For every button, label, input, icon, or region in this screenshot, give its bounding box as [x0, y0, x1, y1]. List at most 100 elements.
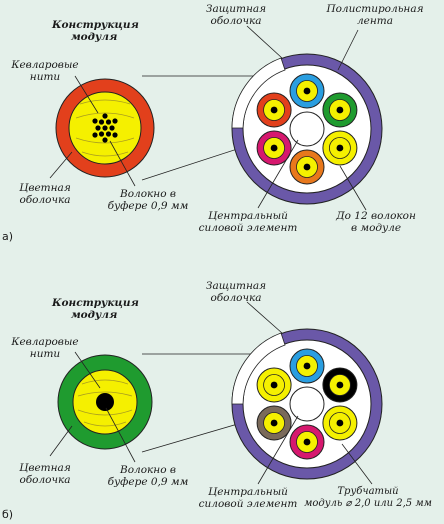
- panel-b-module-fiber-2: [336, 381, 344, 389]
- panel-b-leader-central: [257, 415, 299, 485]
- panel-b-title: Конструкция модуля: [52, 297, 139, 321]
- panel-b-label-jacket-line2: оболочка: [19, 474, 71, 486]
- panel-b-cable-crosssection: [231, 328, 383, 480]
- panel-b-central-strength-member: [289, 386, 325, 422]
- panel-a-module-5: [256, 130, 292, 166]
- panel-a-fiber-12: [112, 118, 118, 124]
- panel-a-fiber-3: [95, 125, 101, 131]
- panel-b-leader-jacket: [49, 425, 73, 457]
- panel-a-label-protective-line2: оболочка: [210, 15, 262, 27]
- panel-b-module-fiber-5: [270, 419, 278, 427]
- panel-b-leader-protective: [246, 301, 283, 334]
- panel-a-fiber-10: [112, 132, 118, 138]
- panel-a-cable-crosssection: [231, 53, 383, 205]
- panel-b-title-line1: Конструкция: [52, 297, 139, 309]
- panel-a-leader-tape: [337, 29, 359, 71]
- panel-a-label-kevlar: Кевларовые нити: [10, 59, 80, 83]
- panel-b-label-tube-line1: Трубчатый: [337, 486, 399, 497]
- panel-b-leader-fiber: [105, 407, 136, 463]
- panel-a-fiber-7: [98, 119, 105, 125]
- panel-a-label-tape-line1: Полистирольная: [326, 3, 424, 15]
- panel-a-marker: а): [2, 230, 14, 243]
- panel-b-label-fiber-line1: Волокно в: [119, 464, 176, 476]
- panel-a-label-jacket-line1: Цветная: [19, 182, 71, 194]
- panel-a-title: Конструкция модуля: [52, 19, 139, 43]
- panel-b-label-tube: Трубчатый модуль ⌀ 2,0 или 2,5 мм: [294, 486, 442, 510]
- panel-b-buffered-fiber: [96, 393, 114, 411]
- panel-a-kevlar-texture: [75, 99, 135, 157]
- panel-a-module-fiber-6: [270, 106, 278, 114]
- panel-a-label-jacket-line2: оболочка: [19, 194, 71, 206]
- panel-a-leader-kevlar: [74, 75, 99, 114]
- panel-a-module-fiber-1: [303, 87, 311, 95]
- panel-a-leader-protective: [246, 25, 283, 59]
- panel-a-fiber-1: [102, 125, 108, 131]
- panel-a-module-fiber-5: [270, 144, 278, 152]
- panel-a-label-upto-line1: До 12 волокон: [336, 210, 416, 222]
- panel-b-module-fiber-1: [303, 362, 311, 370]
- panel-b-label-central: Центральный силовой элемент: [196, 486, 300, 510]
- panel-b-label-kevlar: Кевларовые нити: [10, 336, 80, 360]
- panel-a-leader-jacket: [49, 151, 73, 179]
- panel-a-fiber-13: [92, 118, 98, 124]
- panel-b-marker: б): [2, 508, 14, 521]
- panel-a-leader-upto: [339, 165, 367, 211]
- panel-b-label-central-line2: силовой элемент: [198, 498, 298, 510]
- panel-b-label-jacket-line1: Цветная: [19, 462, 71, 474]
- panel-a-graphics: [49, 25, 383, 211]
- panel-b-cutaway: [231, 332, 286, 405]
- panel-a-module-fiber-3: [336, 144, 344, 152]
- panel-b-module-fiber-3: [336, 419, 344, 427]
- panel-a-label-fiber-line2: буфере 0,9 мм: [107, 200, 189, 212]
- panel-b-module-5: [256, 405, 292, 441]
- panel-a-title-line1: Конструкция: [52, 19, 139, 31]
- panel-a-module-2: [322, 92, 358, 128]
- panel-a-fiber-6: [105, 119, 112, 125]
- panel-b-module-fiber-4: [303, 438, 311, 446]
- panel-b-module-3: [322, 405, 358, 441]
- panel-a-cutaway: [231, 57, 286, 129]
- panel-b-label-fiber: Волокно в буфере 0,9 мм: [96, 464, 200, 488]
- panel-a-label-tape-line2: лента: [356, 15, 394, 27]
- panel-b-module-4: [289, 424, 325, 460]
- panel-b-leader-tube: [341, 443, 373, 485]
- panel-b-module-6: [256, 367, 292, 403]
- panel-a-label-central-line2: силовой элемент: [198, 222, 298, 234]
- panel-a-title-line2: модуля: [70, 31, 118, 43]
- panel-a-fiber-bundle: [92, 113, 118, 143]
- panel-b-kevlar-texture: [77, 379, 133, 427]
- panel-a-fiber-9: [102, 113, 108, 119]
- panel-a-label-upto-line2: в модуле: [350, 222, 402, 234]
- panel-a-label-kevlar-line2: нити: [29, 71, 61, 83]
- panel-a-fiber-4: [105, 131, 112, 137]
- panel-b-label-fiber-line2: буфере 0,9 мм: [107, 476, 189, 488]
- panel-b-label-kevlar-line2: нити: [29, 348, 61, 360]
- panel-a-module-crosssection: [55, 78, 155, 178]
- panel-a-fiber-8: [102, 137, 108, 143]
- panel-a-module-fiber-4: [303, 163, 311, 171]
- panel-a-module-6: [256, 92, 292, 128]
- panel-a-label-central: Центральный силовой элемент: [196, 210, 300, 234]
- panel-a-label-upto: До 12 волокон в модуле: [326, 210, 426, 234]
- panel-b-label-jacket: Цветная оболочка: [10, 462, 80, 486]
- panel-a-label-fiber: Волокно в буфере 0,9 мм: [96, 188, 200, 212]
- panel-b-module-group: [256, 348, 358, 460]
- panel-a-label-jacket: Цветная оболочка: [10, 182, 80, 206]
- panel-a-label-tape: Полистирольная лента: [320, 3, 430, 27]
- panel-a-fiber-11: [92, 132, 98, 138]
- panel-b-label-protective-line2: оболочка: [210, 292, 262, 304]
- panel-a-central-strength-member: [289, 111, 325, 147]
- panel-a-module-4: [289, 149, 325, 185]
- panel-b-label-kevlar-line1: Кевларовые: [11, 336, 79, 348]
- panel-b-module-crosssection: [57, 354, 153, 450]
- panel-b-label-protective: Защитная оболочка: [196, 280, 276, 304]
- panel-b-title-line2: модуля: [70, 309, 118, 321]
- panel-a-leader-central: [257, 139, 299, 209]
- panel-b-leader-kevlar: [74, 351, 101, 389]
- panel-a-label-protective-line1: Защитная: [205, 3, 267, 15]
- panel-a-label-kevlar-line1: Кевларовые: [11, 59, 79, 71]
- panel-a-leader-fiber: [109, 140, 136, 187]
- panel-a-module-1: [289, 73, 325, 109]
